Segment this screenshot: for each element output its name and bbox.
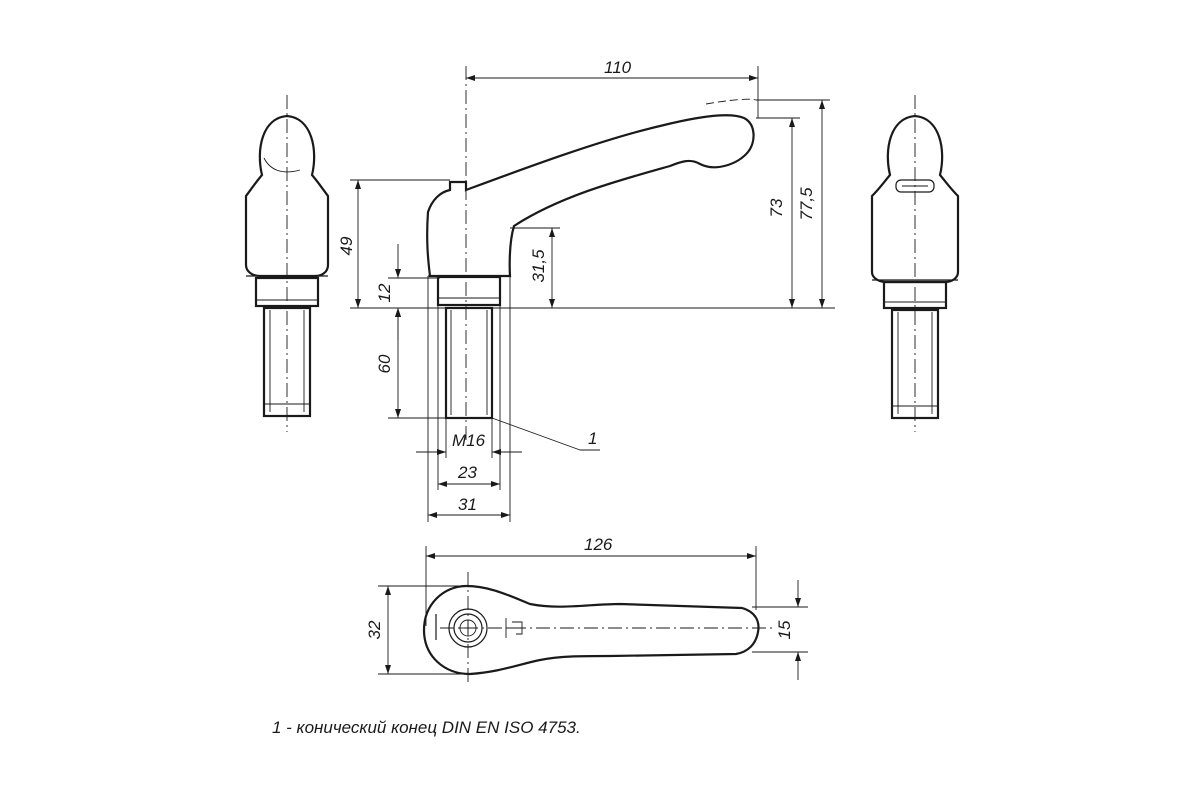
callout-1: 1 (588, 429, 597, 448)
top-view (422, 572, 775, 686)
front-dimensions: 110 73 77,5 49 31,5 12 60 (337, 58, 835, 522)
dim-110: 110 (604, 58, 632, 77)
dim-12: 12 (375, 283, 394, 302)
dim-32: 32 (365, 620, 384, 639)
dim-31: 31 (458, 495, 477, 514)
dim-73: 73 (767, 198, 786, 217)
dim-77-5: 77,5 (797, 187, 816, 221)
dim-m16: M16 (452, 431, 486, 450)
dim-60: 60 (375, 354, 394, 373)
left-side-view (244, 95, 330, 432)
dim-49: 49 (337, 236, 356, 255)
footnote: 1 - конический конец DIN EN ISO 4753. (272, 718, 581, 737)
right-side-view (870, 95, 960, 432)
dim-23: 23 (457, 463, 477, 482)
front-view (426, 66, 757, 440)
dim-31-5: 31,5 (529, 249, 548, 283)
dim-15: 15 (775, 620, 794, 639)
top-dimensions: 126 32 15 (365, 535, 808, 680)
dim-126: 126 (584, 535, 613, 554)
